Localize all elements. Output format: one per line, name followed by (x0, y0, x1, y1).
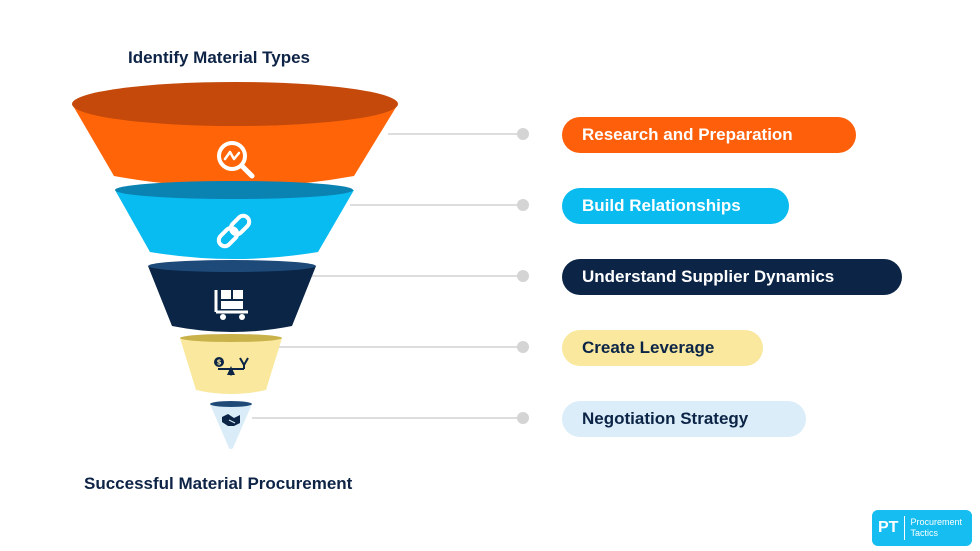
connector-2 (350, 199, 529, 211)
logo-mark: PT (878, 516, 906, 540)
stage-label-research: Research and Preparation (562, 117, 856, 153)
cart-boxes-icon (214, 290, 248, 320)
funnel-layer-3 (148, 260, 316, 332)
stage-label-relationships: Build Relationships (562, 188, 789, 224)
logo-line-1: Procurement (910, 517, 962, 527)
connector-3 (312, 270, 529, 282)
stage-label-leverage: Create Leverage (562, 330, 763, 366)
funnel-layer-4: $ (180, 334, 282, 394)
procurement-tactics-logo: PT Procurement Tactics (872, 510, 972, 546)
balance-money-icon: $ (214, 357, 249, 376)
funnel-layer-2 (115, 181, 354, 259)
funnel-layer-5 (210, 401, 252, 449)
magnifier-trend-icon (217, 141, 255, 179)
funnel-diagram: $ (72, 82, 529, 449)
bottom-label: Successful Material Procurement (84, 474, 353, 493)
connector-4 (278, 341, 529, 353)
handshake-icon (222, 414, 240, 426)
svg-text:$: $ (217, 359, 222, 367)
stage-label-negotiation: Negotiation Strategy (562, 401, 806, 437)
stage-label-supplier-dynamics: Understand Supplier Dynamics (562, 259, 902, 295)
top-label: Identify Material Types (128, 48, 311, 67)
logo-wordmark: Procurement Tactics (905, 517, 962, 539)
connector-1 (388, 128, 529, 140)
connector-5 (252, 412, 529, 424)
logo-line-2: Tactics (910, 528, 938, 538)
funnel-layer-1 (72, 82, 398, 187)
